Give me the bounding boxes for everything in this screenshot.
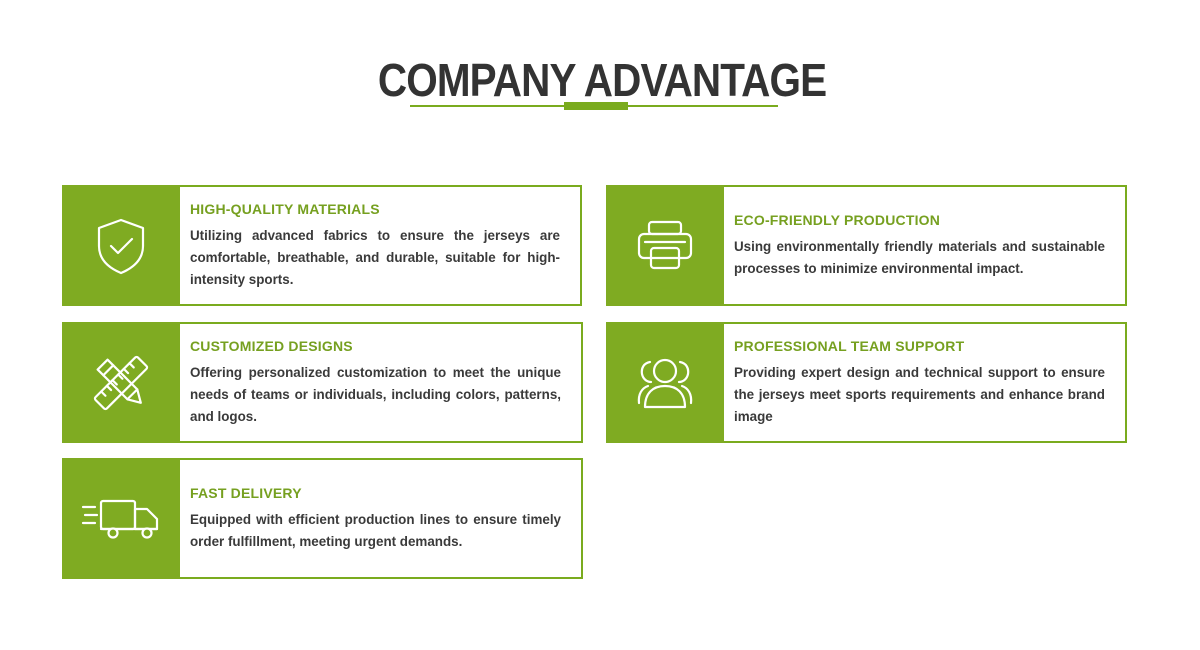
icon-panel bbox=[606, 185, 724, 306]
icon-panel bbox=[62, 322, 180, 443]
icon-panel bbox=[62, 458, 180, 579]
advantage-card-team-support: PROFESSIONAL TEAM SUPPORT Providing expe… bbox=[606, 322, 1127, 443]
advantage-title: PROFESSIONAL TEAM SUPPORT bbox=[734, 337, 965, 354]
advantage-title: FAST DELIVERY bbox=[190, 484, 302, 501]
pencil-ruler-icon bbox=[89, 351, 153, 415]
advantage-card-custom-designs: CUSTOMIZED DESIGNS Offering personalized… bbox=[62, 322, 583, 443]
advantage-card-eco: ECO-FRIENDLY PRODUCTION Using environmen… bbox=[606, 185, 1127, 306]
advantage-description: Utilizing advanced fabrics to ensure the… bbox=[190, 227, 560, 287]
advantage-card-fast-delivery: FAST DELIVERY Equipped with efficient pr… bbox=[62, 458, 583, 579]
page-title: COMPANY ADVANTAGE bbox=[377, 54, 827, 106]
advantage-description: Using environmentally friendly materials… bbox=[734, 238, 1105, 276]
advantage-title: ECO-FRIENDLY PRODUCTION bbox=[734, 211, 941, 228]
icon-panel bbox=[62, 185, 180, 306]
title-underline-accent bbox=[564, 102, 628, 110]
advantage-title: CUSTOMIZED DESIGNS bbox=[190, 337, 353, 354]
advantage-card-materials: HIGH-QUALITY MATERIALS Utilizing advance… bbox=[62, 185, 582, 306]
advantage-description: Offering personalized customization to m… bbox=[190, 364, 561, 424]
icon-panel bbox=[606, 322, 724, 443]
delivery-truck-icon bbox=[81, 497, 161, 541]
shield-check-icon bbox=[93, 216, 149, 276]
advantage-description: Providing expert design and technical su… bbox=[734, 364, 1105, 424]
team-icon bbox=[633, 353, 697, 413]
printer-icon bbox=[635, 218, 695, 274]
advantage-title: HIGH-QUALITY MATERIALS bbox=[190, 200, 380, 217]
advantage-description: Equipped with efficient production lines… bbox=[190, 511, 561, 549]
